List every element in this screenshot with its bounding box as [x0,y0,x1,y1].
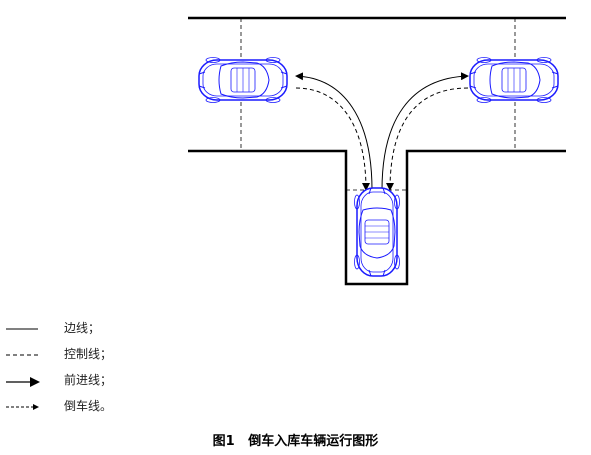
solid-arrow-sample-icon [6,377,40,387]
legend-item-control-line: 控制线； [0,345,200,365]
dashed-line-sample-icon [6,354,38,356]
legend-item-reverse-line: 倒车线。 [0,397,200,417]
forward-line-left [295,72,373,191]
road-bottom-edge-with-garage [188,149,566,286]
forward-line-right [381,72,469,191]
legend-label: 倒车线。 [64,399,113,413]
figure-caption: 图1 倒车入库车辆运行图形 [0,430,591,449]
dashed-arrow-sample-icon [6,404,39,410]
solid-line-sample-icon [6,328,38,330]
figure-number: 图1 [212,434,235,449]
legend-label: 边线； [64,321,101,335]
car-topview-icon [353,187,401,277]
legend-label: 控制线； [64,347,113,361]
figure-title: 倒车入库车辆运行图形 [248,434,379,449]
car-topview-icon [198,56,288,104]
legend-item-edge-line: 边线； [0,319,200,339]
legend-item-forward-line: 前进线； [0,371,200,391]
car-topview-icon [469,56,559,104]
reverse-line-right [386,87,469,191]
reverse-line-left [295,87,370,191]
legend-label: 前进线； [64,373,113,387]
